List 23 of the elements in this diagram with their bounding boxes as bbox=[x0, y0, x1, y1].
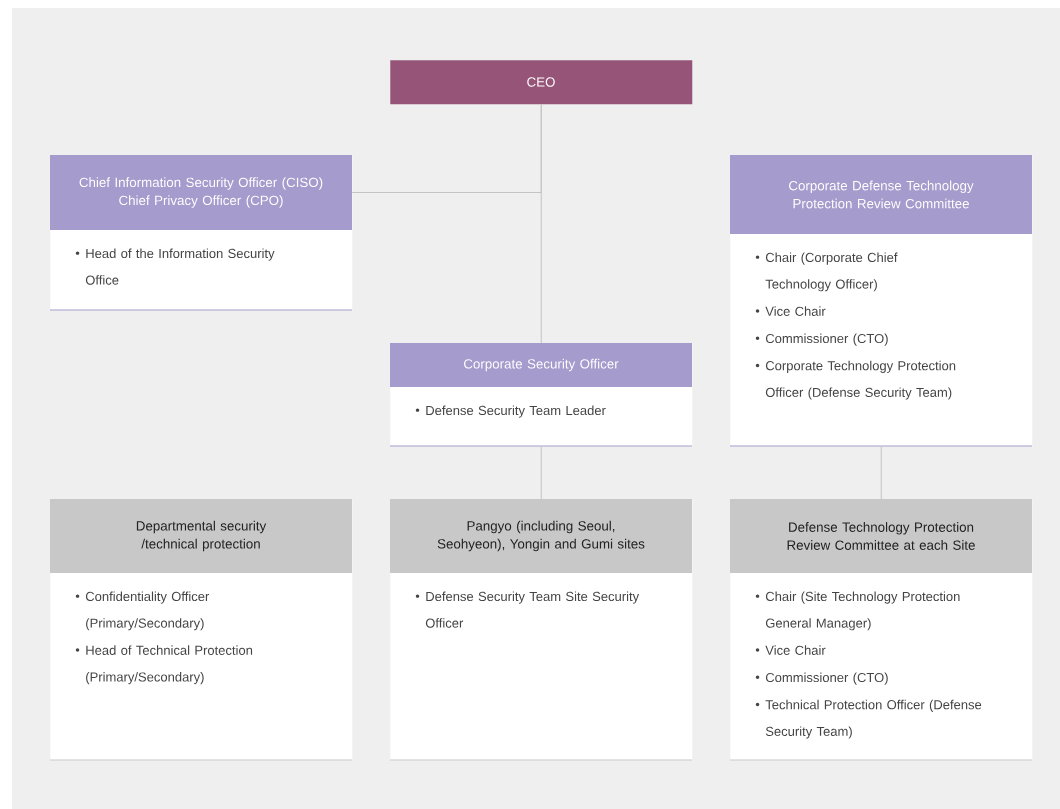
connector-line bbox=[540, 446, 542, 500]
card-heading: Corporate Defense Technology Protection Review Committee bbox=[789, 180, 974, 209]
card-heading: Pangyo (including Seoul, Seohyeon), Yongin and Gumi sites bbox=[437, 520, 645, 552]
bullet-item: Commissioner (CTO) bbox=[755, 333, 888, 346]
card-heading: Chief Information Security Officer (CISO) Chief Privacy Officer (CPO) bbox=[79, 177, 323, 208]
bullet-item: Chair (Corporate Chief Technology Officer) bbox=[755, 252, 898, 292]
bullet-item: Vice Chair bbox=[755, 645, 826, 655]
connector-line bbox=[880, 446, 882, 500]
bullet-item: Vice Chair bbox=[755, 306, 826, 316]
bullet-item: Head of the Information Security Office bbox=[75, 248, 275, 285]
card-heading: CEO bbox=[527, 77, 555, 87]
bullet-item: Technical Protection Officer (Defense Security Team) bbox=[755, 699, 982, 739]
card-heading: Corporate Security Officer bbox=[464, 358, 619, 372]
bullet-item: Confidentiality Officer (Primary/Secondary) bbox=[75, 591, 210, 631]
bullet-item: Head of Technical Protection (Primary/Secondary) bbox=[75, 645, 253, 685]
connector-line bbox=[540, 104, 542, 344]
card-heading: Departmental security /technical protection bbox=[136, 520, 267, 552]
card-heading: Defense Technology Protection Review Committee at each Site bbox=[787, 522, 975, 550]
bullet-item: Defense Security Team Leader bbox=[415, 405, 606, 418]
bullet-item: Commissioner (CTO) bbox=[755, 672, 888, 685]
bullet-item: Corporate Technology Protection Officer (Defense Security Team) bbox=[755, 360, 956, 400]
bullet-item: Chair (Site Technology Protection General Manager) bbox=[755, 591, 960, 631]
bullet-item: Defense Security Team Site Security Officer bbox=[415, 591, 640, 628]
